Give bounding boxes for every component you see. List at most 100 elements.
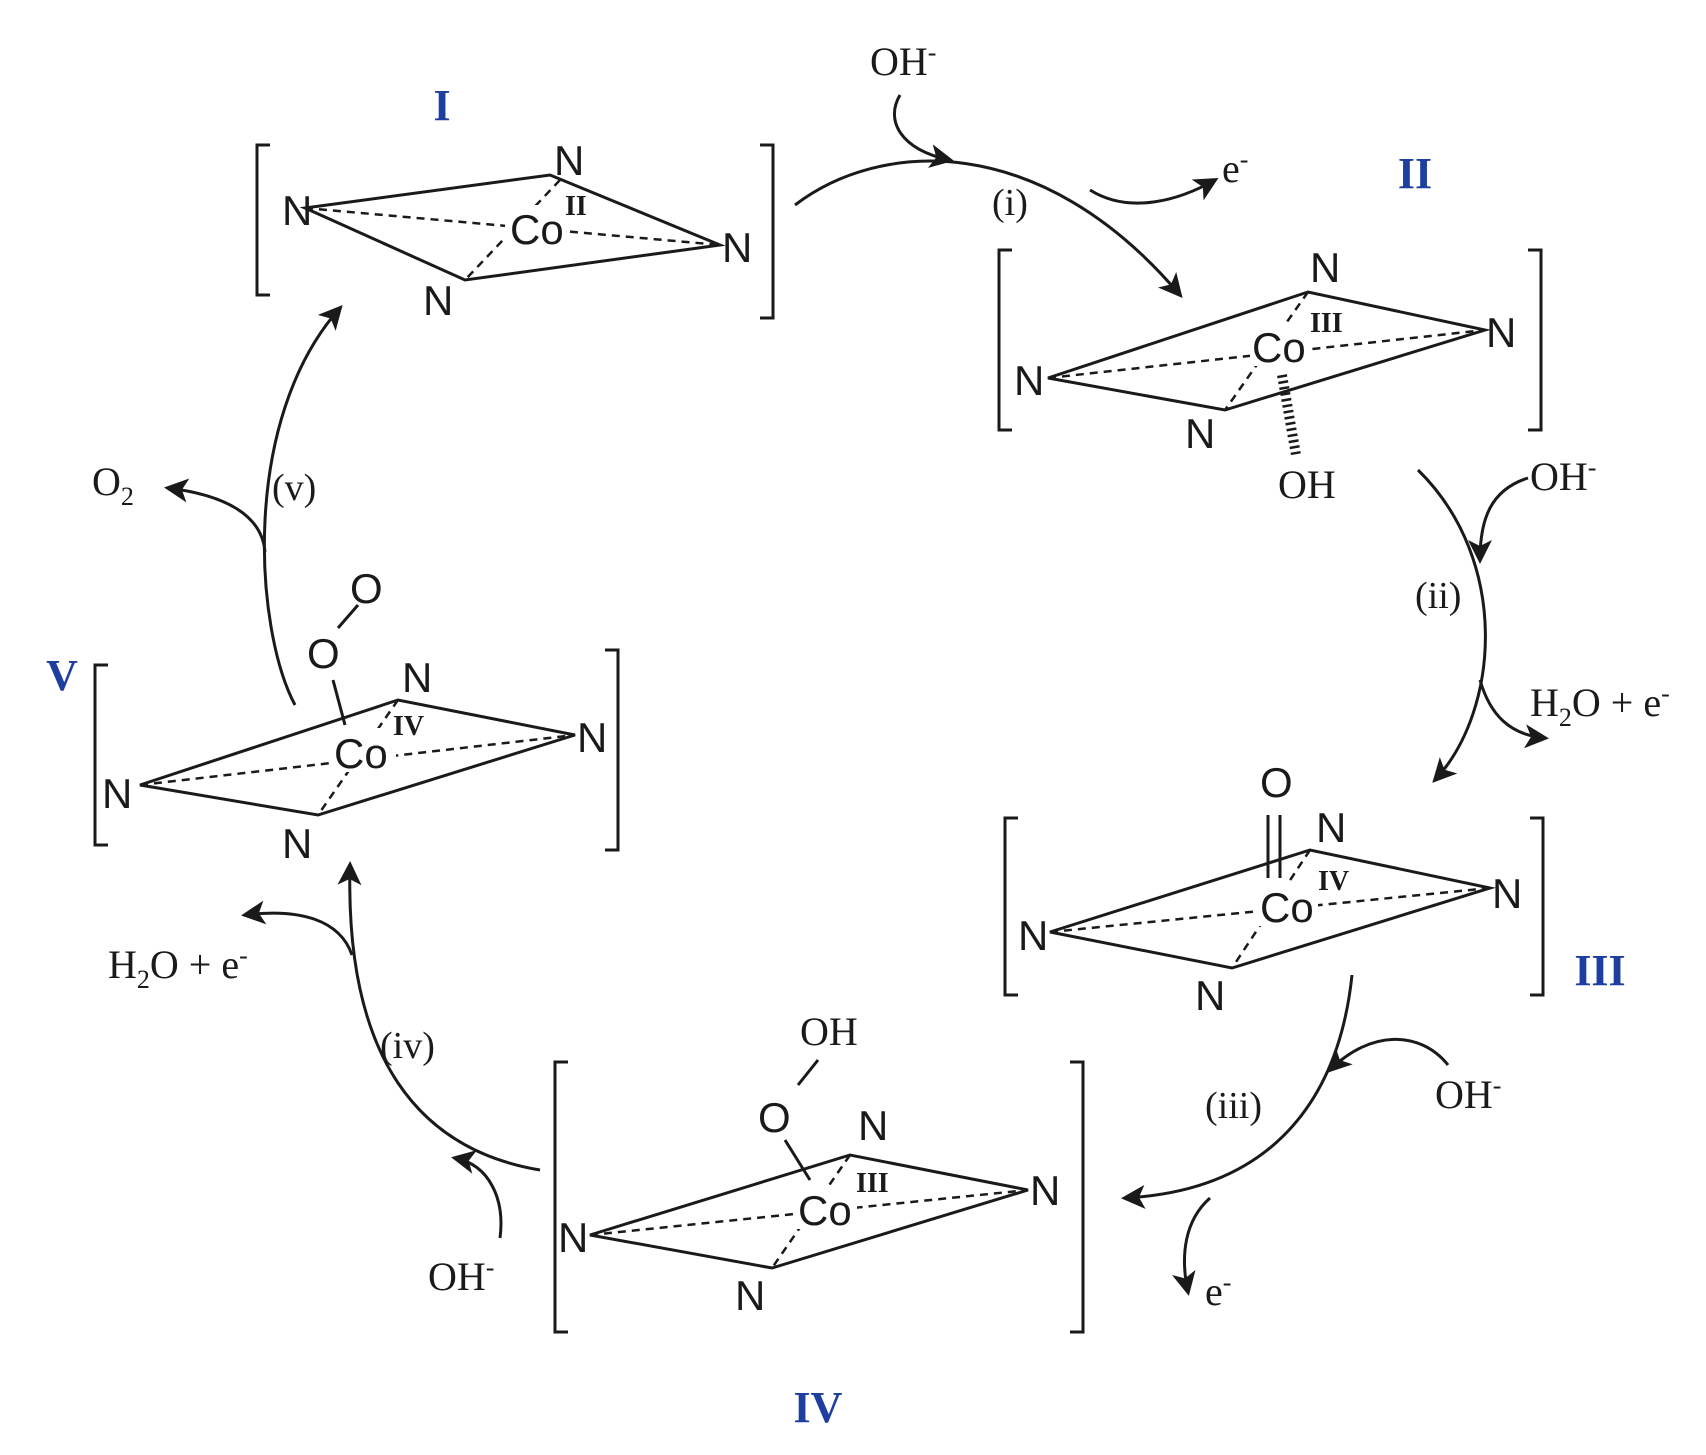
right-bracket [1070, 1060, 1085, 1334]
nitrogen-atom: N [1316, 804, 1346, 851]
product-arrow [241, 900, 354, 956]
single-bond [336, 604, 360, 629]
step-iv: OH- (iv) H2O + e- [108, 861, 541, 1299]
step-label: (iii) [1205, 1085, 1262, 1127]
dashed-bond [1047, 328, 1486, 380]
step-label: (ii) [1415, 575, 1461, 617]
product-arrow [1172, 1196, 1211, 1296]
oxidation-state: III [1310, 308, 1343, 339]
intermediate-iv: IV OH O N N N N Co III [553, 1009, 1085, 1432]
oxidation-state: IV [393, 711, 424, 742]
step-v: (v) O2 [92, 305, 343, 706]
step-iii: OH- (iii) e- [1121, 974, 1501, 1314]
step-label: (i) [992, 182, 1028, 224]
cobalt-atom: Co [334, 730, 388, 777]
right-bracket [1530, 816, 1545, 997]
nitrogen-plane [1049, 848, 1496, 970]
intermediate-label-v: V [46, 651, 78, 700]
right-bracket [1528, 248, 1543, 432]
reactant-arrow [893, 94, 954, 168]
nitrogen-atom: N [402, 654, 432, 701]
nitrogen-atom: N [1486, 309, 1516, 356]
dashed-bond [589, 1188, 1029, 1237]
hydroxyl-group: OH [800, 1009, 858, 1054]
nitrogen-atom: N [282, 187, 312, 234]
nitrogen-atom: N [722, 224, 752, 271]
intermediate-label-i: I [433, 81, 450, 130]
intermediate-iii: III O N N N N Co IV [1003, 759, 1626, 1019]
reaction-arrow [337, 861, 541, 1172]
nitrogen-atom: N [858, 1102, 888, 1149]
cobalt-atom: Co [1252, 324, 1306, 371]
hydroxide-reactant: OH- [428, 1253, 494, 1299]
cobalt-atom: Co [1260, 884, 1314, 931]
oxygen-atom: O [1260, 759, 1293, 806]
single-bond [331, 679, 347, 726]
cobalt-atom: Co [798, 1187, 852, 1234]
water-electron-product: H2O + e- [108, 941, 248, 994]
right-bracket [605, 648, 620, 852]
nitrogen-atom: N [554, 137, 584, 184]
hashed-wedge-bond [1277, 374, 1301, 456]
nitrogen-atom: N [1030, 1167, 1060, 1214]
left-bracket [1003, 816, 1018, 997]
oxygen-atom: O [307, 630, 340, 677]
reaction-arrow [794, 159, 1183, 299]
intermediate-label-iii: III [1574, 946, 1625, 995]
intermediate-label-ii: II [1398, 149, 1432, 198]
oxygen-atom: O [758, 1094, 791, 1141]
reactant-arrow [1468, 476, 1529, 564]
intermediate-v: V O O N N N N Co IV [46, 565, 620, 867]
nitrogen-atom: N [1492, 870, 1522, 917]
reactant-arrow [451, 1150, 503, 1239]
nitrogen-atom: N [735, 1272, 765, 1319]
reaction-arrow [1416, 468, 1487, 783]
nitrogen-atom: N [1018, 912, 1048, 959]
nitrogen-atom: N [423, 277, 453, 324]
intermediate-label-iv: IV [794, 1383, 843, 1432]
cobalt-atom: Co [510, 206, 564, 253]
product-arrow [164, 478, 267, 553]
nitrogen-atom: N [1185, 410, 1215, 457]
step-ii: OH- (ii) H2O + e- [1415, 453, 1670, 783]
nitrogen-atom: N [282, 820, 312, 867]
dashed-bond [1049, 886, 1491, 934]
nitrogen-plane [299, 173, 726, 282]
dashed-bond [770, 1154, 852, 1269]
nitrogen-atom: N [1310, 244, 1340, 291]
product-arrow [1089, 178, 1219, 205]
hydroxide-reactant: OH- [870, 38, 936, 84]
left-bracket [93, 663, 108, 847]
hydroxide-reactant: OH- [1435, 1071, 1501, 1117]
nitrogen-atom: N [558, 1214, 588, 1261]
nitrogen-atom: N [102, 770, 132, 817]
hydroxide-reactant: OH- [1530, 453, 1596, 499]
hydroxyl-ligand: OH [1278, 462, 1336, 507]
oxygen-product: O2 [92, 459, 134, 511]
nitrogen-atom: N [577, 714, 607, 761]
nitrogen-atom: N [1014, 357, 1044, 404]
intermediate-ii: II N N N N Co III OH [997, 149, 1543, 507]
right-bracket [760, 143, 775, 320]
intermediate-i: I N N N N Co II [255, 81, 775, 324]
reaction-arrow [1121, 974, 1354, 1209]
electron-product: e- [1205, 1268, 1231, 1314]
oxygen-atom: O [350, 565, 383, 612]
dashed-bond [139, 733, 576, 787]
single-bond [783, 1139, 812, 1181]
product-arrow [1478, 679, 1549, 749]
dashed-bond [464, 179, 561, 281]
oxidation-state: III [856, 1168, 889, 1199]
single-bond [796, 1059, 820, 1086]
step-i: OH- (i) e- [794, 38, 1248, 299]
water-electron-product: H2O + e- [1530, 679, 1670, 732]
oxidation-state: IV [1318, 866, 1349, 897]
reactant-arrow [1327, 1037, 1450, 1073]
left-bracket [255, 143, 270, 297]
step-label: (v) [272, 467, 316, 509]
left-bracket [553, 1060, 568, 1334]
electron-product: e- [1222, 145, 1248, 191]
nitrogen-atom: N [1195, 972, 1225, 1019]
step-label: (iv) [380, 1025, 435, 1067]
